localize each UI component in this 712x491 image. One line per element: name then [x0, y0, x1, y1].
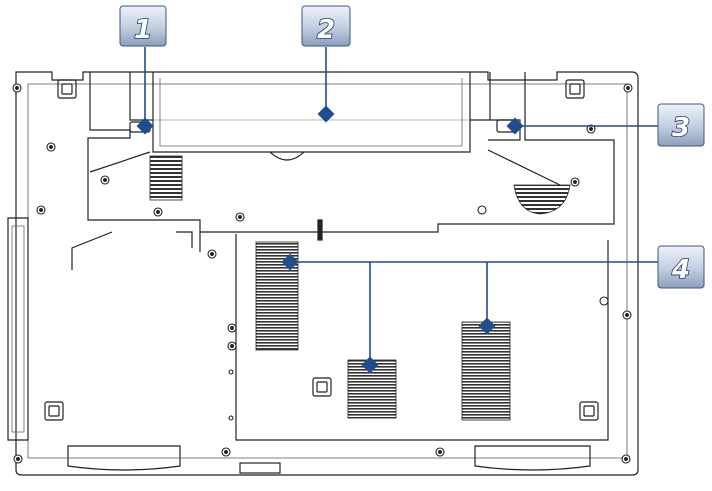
- callout-label-4: 4: [671, 255, 690, 285]
- callout-badge-3: [657, 103, 705, 147]
- laptop-body: [7, 71, 639, 476]
- callout-dot: [136, 117, 154, 135]
- callout-dot: [361, 356, 379, 374]
- screws: [12, 83, 633, 464]
- callout-dot: [281, 253, 299, 271]
- callout-3: 3: [506, 103, 705, 147]
- callout-badge-2: [301, 5, 351, 47]
- callout-label-3: 3: [672, 113, 690, 143]
- callout-badge-1: [119, 5, 167, 47]
- callout-label-2: 2: [317, 15, 335, 45]
- callout-dot: [506, 117, 524, 135]
- vent-grilles: [149, 155, 571, 421]
- callout-badge-4: [657, 245, 705, 289]
- callout-dot: [478, 317, 496, 335]
- callout-1: 1: [119, 5, 167, 135]
- callout-4: 4: [281, 245, 705, 374]
- callout-dot: [317, 105, 335, 123]
- callout-2: 2: [301, 5, 351, 123]
- callout-label-1: 1: [134, 15, 152, 45]
